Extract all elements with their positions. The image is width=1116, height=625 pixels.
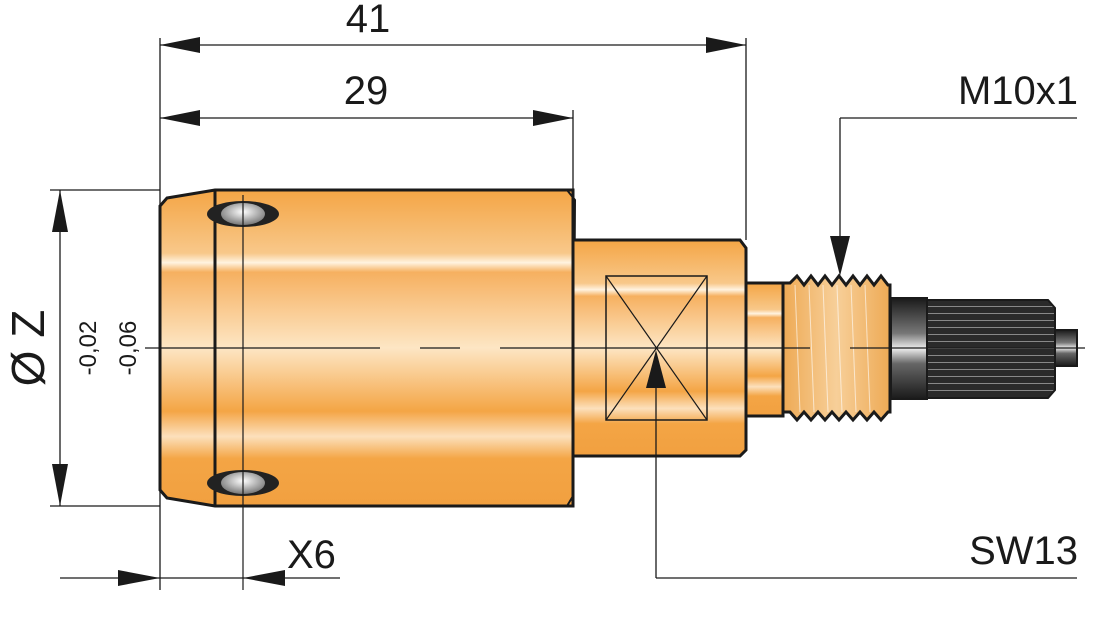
svg-text:Ø Z: Ø Z	[2, 310, 54, 387]
knurled-spindle	[926, 299, 1056, 399]
dim-offset: X6	[287, 533, 336, 577]
diameter-label: Z	[2, 310, 54, 338]
dim-diameter: Ø Z	[2, 310, 54, 387]
dimension-arrows	[52, 37, 850, 586]
tolerance-upper: -0,02	[75, 321, 102, 376]
dim-overall-length: 41	[346, 0, 391, 41]
dimension-lines	[50, 38, 1077, 590]
center-line	[145, 195, 1085, 590]
diameter-symbol: Ø	[2, 351, 54, 387]
dim-wrench-size: SW13	[969, 529, 1078, 573]
dim-body-length: 29	[344, 69, 389, 113]
neck	[744, 281, 785, 418]
dim-thread: M10x1	[958, 69, 1078, 113]
tolerance-lower: -0,06	[115, 321, 142, 376]
